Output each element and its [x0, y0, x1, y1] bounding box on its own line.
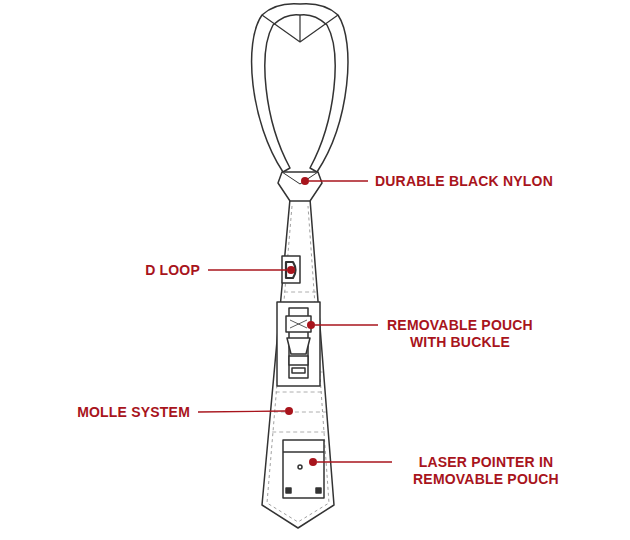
- buckle-slot: [292, 368, 305, 373]
- knot-fold: [282, 172, 318, 184]
- callout-dot: [307, 321, 315, 329]
- callout-dot: [309, 458, 317, 466]
- callout-dot: [301, 177, 309, 185]
- d-loop-ring: [286, 262, 296, 278]
- leader-line: [208, 269, 287, 270]
- collar-fold: [262, 15, 338, 42]
- laser-rivet: [316, 488, 321, 493]
- neck-loop: [252, 4, 348, 172]
- leader-line: [315, 324, 378, 325]
- molle-strap: [284, 292, 316, 293]
- laser-rivet: [286, 488, 291, 493]
- callout-label: LASER POINTER IN REMOVABLE POUCH: [396, 454, 576, 488]
- buckle-bottom: [289, 356, 308, 365]
- pouch-body: [277, 302, 320, 386]
- tie-blade: [262, 199, 334, 528]
- callout-label: D LOOP: [80, 262, 200, 279]
- callout-dot: [287, 266, 295, 274]
- buckle-clip: [287, 338, 310, 354]
- laser-pouch-flap: [283, 451, 324, 453]
- leader-line: [198, 411, 285, 412]
- buckle-cross: [290, 320, 307, 328]
- leader-line: [317, 461, 392, 462]
- laser-pouch: [283, 440, 324, 498]
- callout-dot: [285, 407, 293, 415]
- tie-knot: [278, 172, 322, 201]
- molle-strap: [276, 392, 325, 393]
- molle-strap: [272, 432, 328, 433]
- leader-line: [309, 180, 368, 181]
- callout-label: MOLLE SYSTEM: [30, 404, 190, 421]
- laser-snap: [298, 465, 302, 469]
- tie-stitch: [267, 206, 329, 522]
- callout-label: REMOVABLE POUCH WITH BUCKLE: [380, 317, 540, 351]
- callout-label: DURABLE BLACK NYLON: [375, 173, 595, 190]
